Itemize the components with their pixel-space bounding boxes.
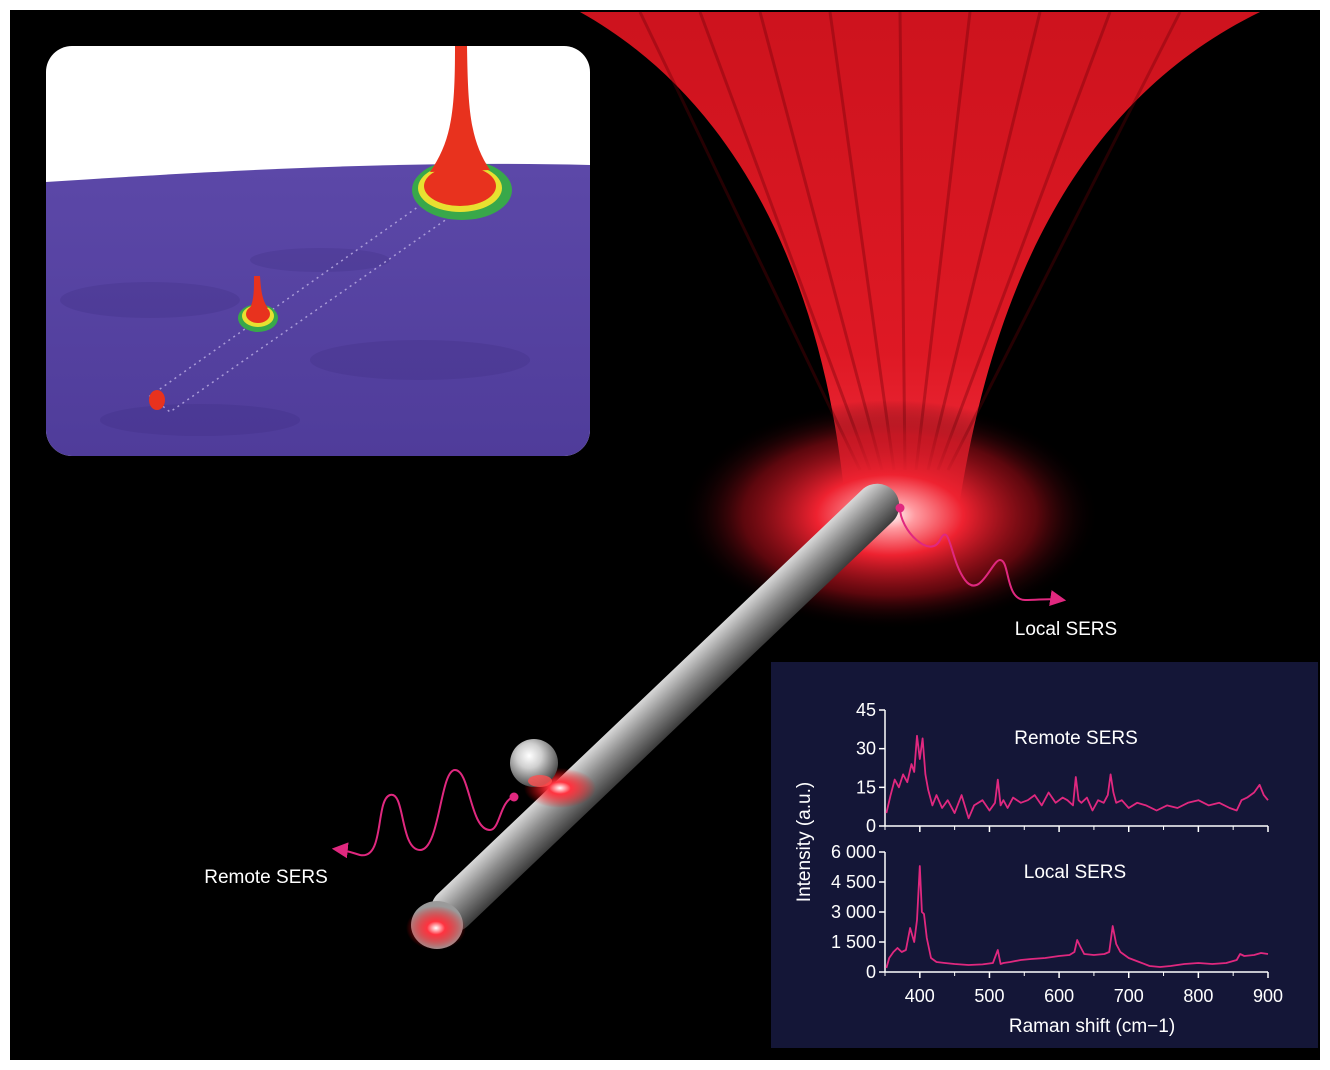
local-sers-spectrum-line: [885, 865, 1269, 969]
local-sers-y-tick-label: 0: [866, 962, 876, 982]
x-tick-label: 900: [1253, 986, 1283, 1006]
y-axis-title: Intensity (a.u.): [794, 782, 815, 902]
local-sers-wave: [895, 503, 1067, 606]
laser-beam: [580, 11, 1260, 500]
local-sers-label: Local SERS: [1015, 619, 1117, 640]
local-sers-y-tick-label: 6 000: [831, 842, 876, 862]
inset-end-spot: [149, 390, 165, 410]
wire-end-glow: [406, 906, 466, 950]
x-tick-label: 600: [1044, 986, 1074, 1006]
remote-sers-y-tick-label: 15: [856, 777, 876, 797]
x-tick-label: 400: [905, 986, 935, 1006]
x-tick-label: 800: [1183, 986, 1213, 1006]
remote-sers-spectrum-line: [885, 734, 1269, 820]
x-tick-label: 700: [1114, 986, 1144, 1006]
local-sers-panel-title: Local SERS: [1024, 862, 1126, 883]
remote-sers-panel-title: Remote SERS: [1014, 728, 1138, 749]
inset-focus-spot: [412, 46, 512, 220]
remote-sers-wave: [331, 768, 519, 859]
remote-sers-label: Remote SERS: [204, 867, 328, 888]
inset-panel: [46, 46, 590, 456]
remote-sers-y-tick-label: 45: [856, 700, 876, 720]
local-sers-y-tick-label: 1 500: [831, 932, 876, 952]
x-tick-label: 500: [974, 986, 1004, 1006]
chart-panel: [771, 662, 1318, 1048]
x-axis-title: Raman shift (cm−1): [1009, 1016, 1175, 1037]
local-sers-y-tick-label: 4 500: [831, 872, 876, 892]
local-sers-y-tick-label: 3 000: [831, 902, 876, 922]
silver-nanoparticle: [510, 739, 558, 787]
inset-remote-spot: [238, 276, 278, 332]
remote-sers-y-tick-label: 0: [866, 816, 876, 836]
remote-sers-y-tick-label: 30: [856, 739, 876, 759]
